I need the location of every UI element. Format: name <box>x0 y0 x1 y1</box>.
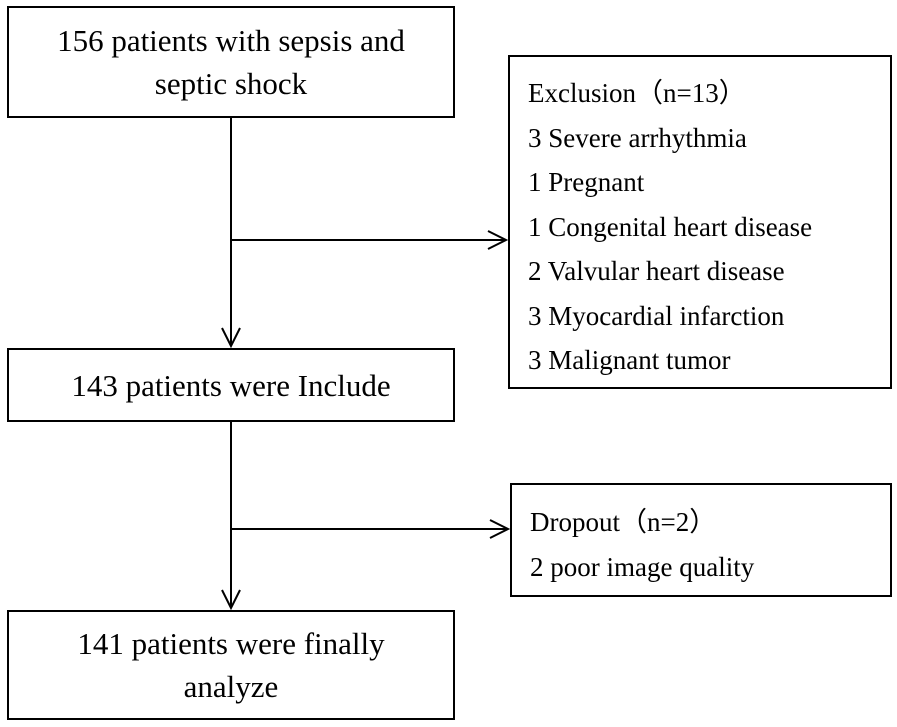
exclusion-title: Exclusion（n=13） <box>528 78 746 108</box>
start-line-2: septic shock <box>154 66 308 101</box>
final-text: 141 patients were finally analyze <box>77 622 384 708</box>
exclusion-box: Exclusion（n=13） 3 Severe arrhythmia 1 Pr… <box>508 55 892 389</box>
exclusion-item: 3 Malignant tumor <box>528 345 731 375</box>
included-text: 143 patients were Include <box>71 367 391 403</box>
start-text: 156 patients with sepsis and septic shoc… <box>57 19 405 105</box>
final-line-1: 141 patients were finally <box>77 626 385 661</box>
exclusion-item: 1 Pregnant <box>528 167 645 197</box>
start-box: 156 patients with sepsis and septic shoc… <box>7 6 455 118</box>
exclusion-item: 2 Valvular heart disease <box>528 256 785 286</box>
final-box: 141 patients were finally analyze <box>7 610 455 720</box>
exclusion-item: 3 Severe arrhythmia <box>528 122 747 153</box>
final-line-2: analyze <box>183 669 279 704</box>
included-box: 143 patients were Include <box>7 348 455 422</box>
exclusion-item: 1 Congenital heart disease <box>528 211 813 242</box>
dropout-box: Dropout（n=2） 2 poor image quality <box>510 483 892 597</box>
start-line-1: 156 patients with sepsis and <box>57 23 405 58</box>
dropout-item: 2 poor image quality <box>530 551 755 582</box>
dropout-title: Dropout（n=2） <box>530 507 717 537</box>
exclusion-item: 3 Myocardial infarction <box>528 300 785 331</box>
